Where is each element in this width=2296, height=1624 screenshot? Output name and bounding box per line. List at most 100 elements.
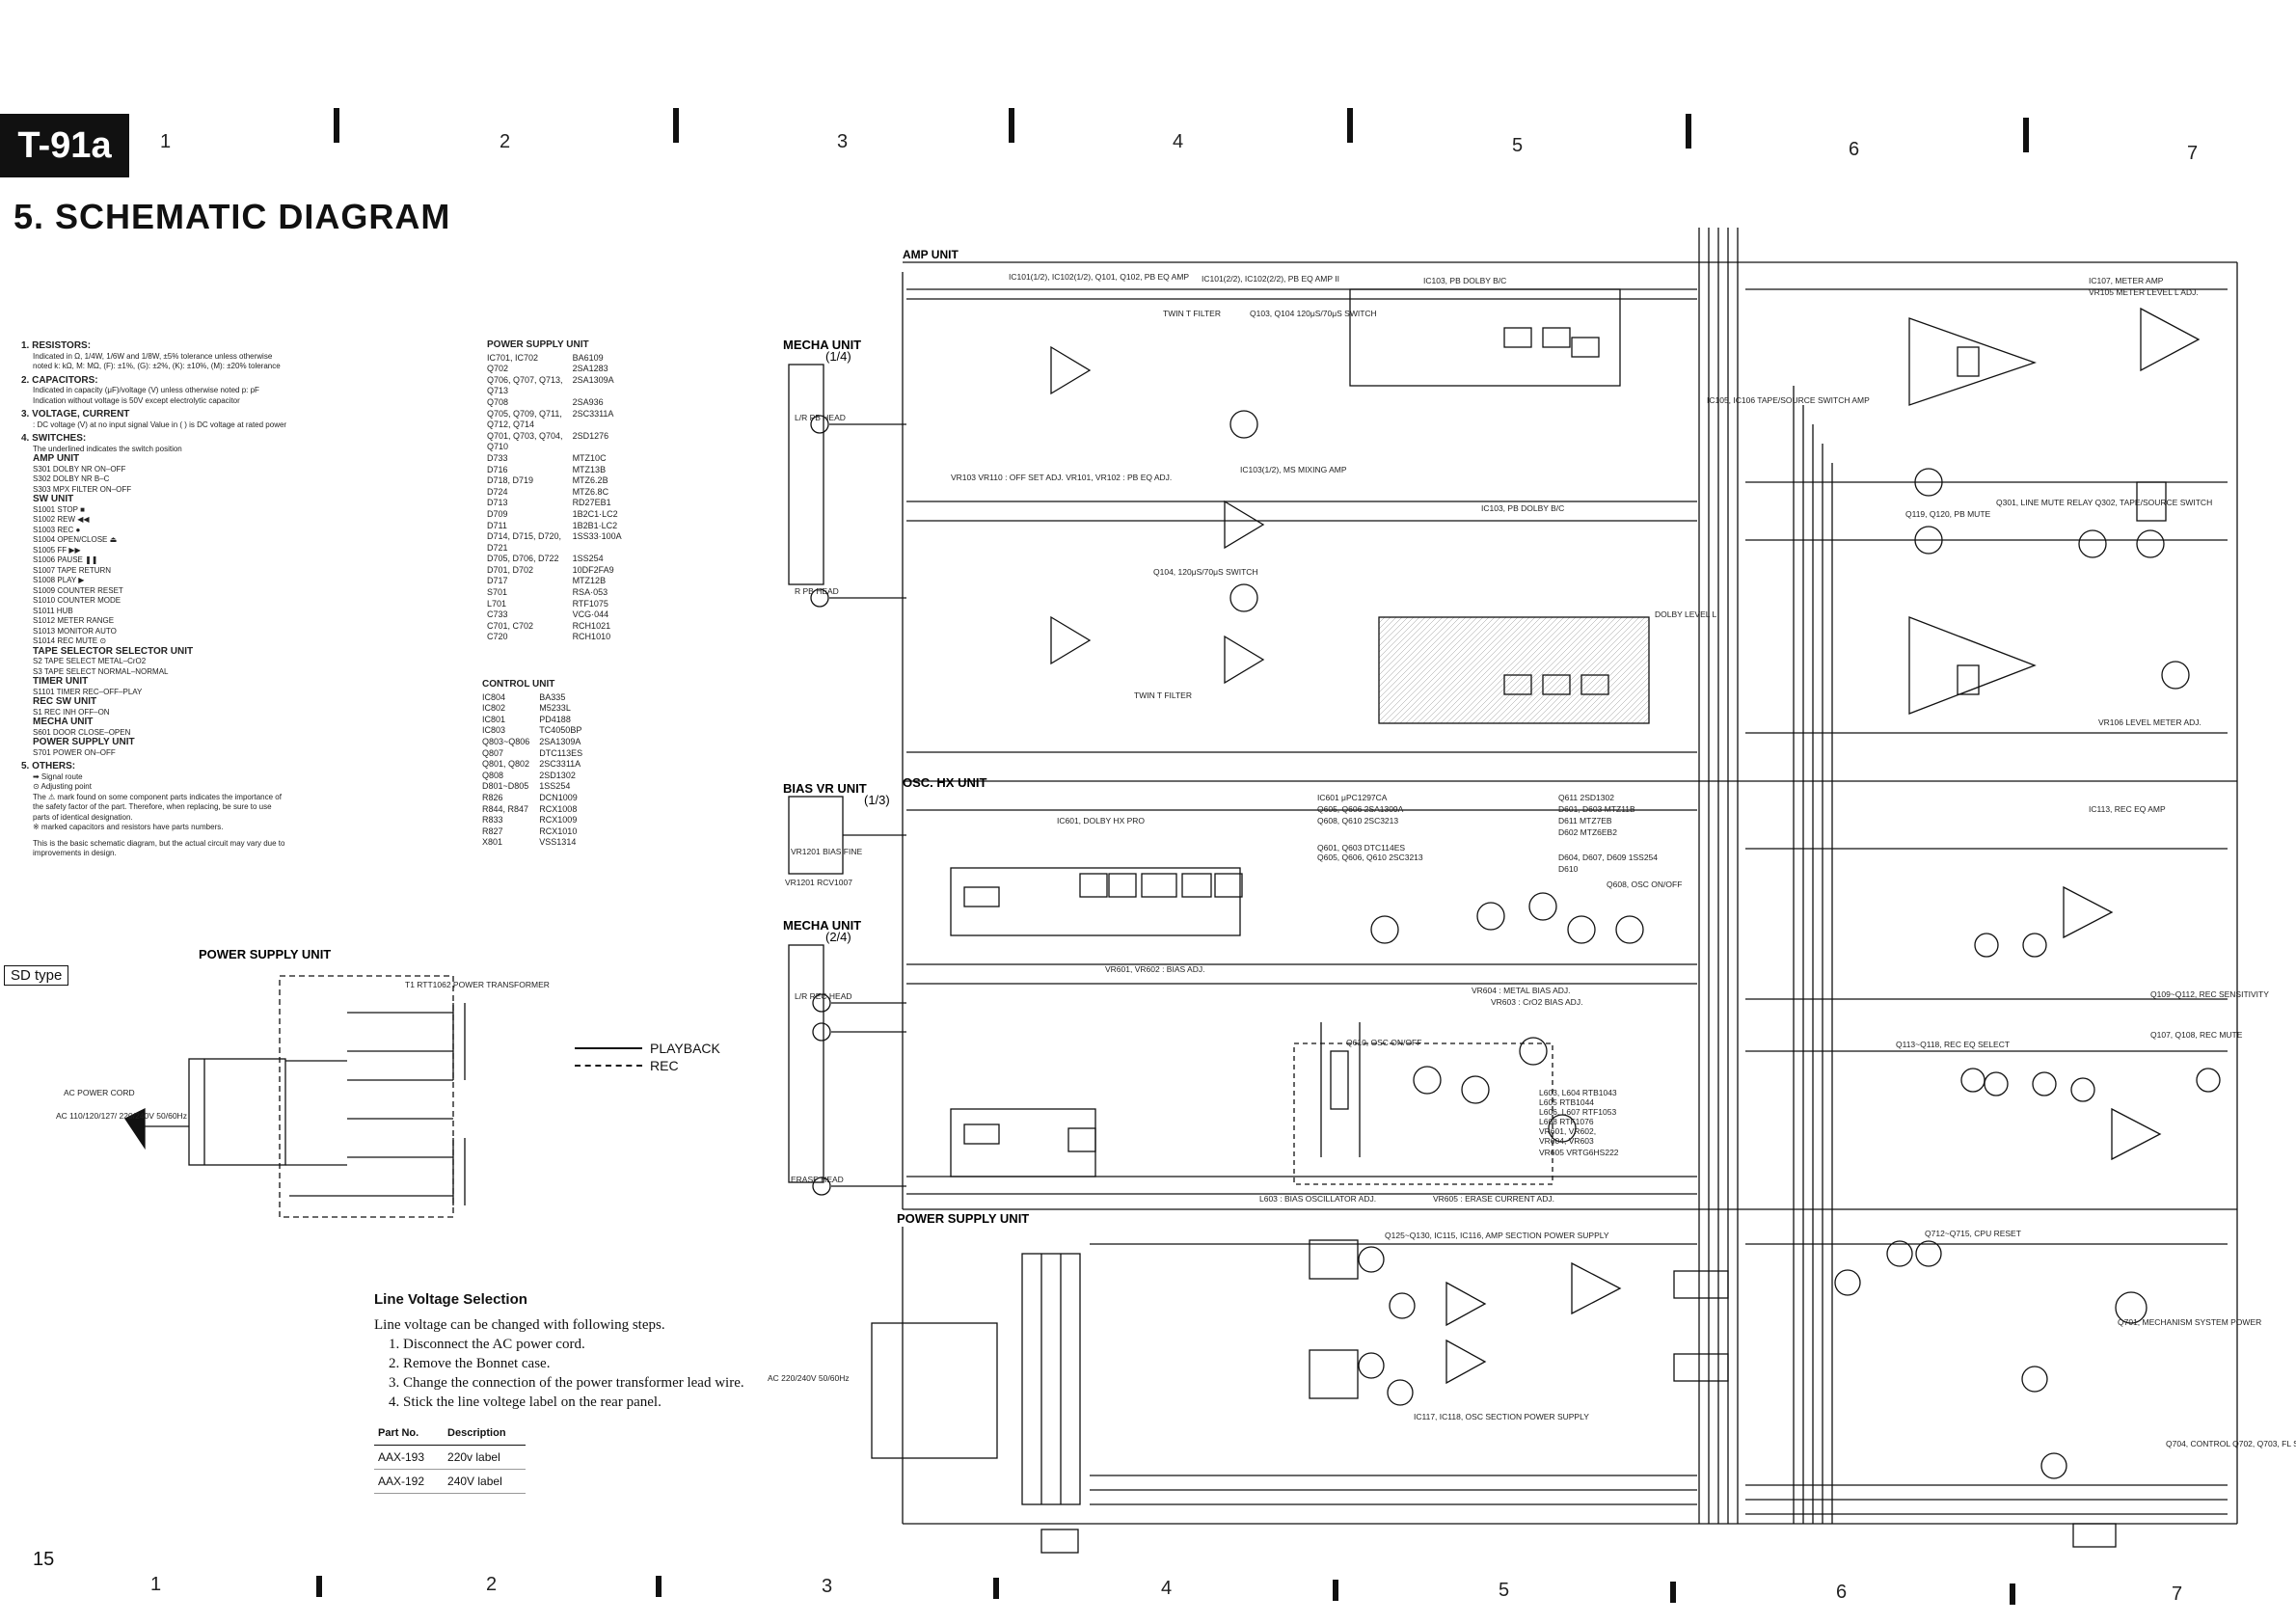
note-line: 2. CAPACITORS: [21,374,98,386]
note-line: TAPE SELECTOR SELECTOR UNIT [33,645,194,657]
caption: VR1201 RCV1007 [785,878,852,887]
note-line: noted k: kΩ, M: MΩ, (F): ±1%, (G): ±2%, … [33,362,281,370]
column-separator [1009,108,1014,143]
column-number: 1 [150,1574,162,1595]
lvs-title: Line Voltage Selection [374,1291,527,1308]
parts-row: Q701, Q703, Q704,2SD1276 [487,430,609,441]
note-line: S1002 REW ◀◀ [33,515,90,524]
column-number: 2 [486,1574,498,1595]
note-line: 4. SWITCHES: [21,433,87,444]
note-line: S1011 HUB [33,606,73,615]
note-line: Indicated in capacity (μF)/voltage (V) u… [33,386,259,394]
label-osc-hx-unit: OSC. HX UNIT [903,775,986,790]
caption: Q301, LINE MUTE RELAY Q302, TAPE/SOURCE … [1996,498,2212,507]
caption: Q119, Q120, PB MUTE [1905,509,1991,519]
note-line: S1006 PAUSE ❚❚ [33,555,98,564]
column-separator [993,1578,999,1599]
caption: IC601, DOLBY HX PRO [1057,816,1145,826]
note-line: S1008 PLAY ▶ [33,576,85,584]
column-number: 7 [2172,1583,2183,1605]
parts-header: CONTROL UNIT [482,679,555,690]
lvs-step: Remove the Bonnet case. [403,1354,750,1373]
caption: Q611 2SD1302 [1558,793,1614,802]
caption: IC601 μPC1297CA [1317,793,1388,802]
model-tag: T-91a [0,114,129,177]
column-separator [673,108,679,143]
lvs-intro: Line voltage can be changed with followi… [374,1317,665,1333]
note-line: S301 DOLBY NR ON–OFF [33,464,126,474]
caption: D604, D607, D609 1SS254 [1558,853,1658,862]
note-line: AMP UNIT [33,453,80,464]
label-bias-vr-unit: BIAS VR UNIT [783,781,867,796]
caption: VR105 METER LEVEL L ADJ. [2089,287,2199,297]
note-line: S1007 TAPE RETURN [33,565,112,575]
note-line: S1010 COUNTER MODE [33,596,122,605]
caption: Q107, Q108, REC MUTE [2150,1030,2243,1040]
caption: Q109~Q112, REC SENSITIVITY [2150,989,2269,999]
column-number: 2 [500,131,511,152]
column-separator [1686,114,1691,149]
caption: R PB HEAD [795,586,839,596]
caption: Q601, Q603 DTC114ES [1317,843,1405,853]
caption: L603, L604 RTB1043 [1539,1088,1617,1097]
note-line: S303 MPX FILTER ON–OFF [33,484,132,494]
caption: VR605 VRTG6HS222 [1539,1148,1619,1157]
legend-playback: PLAYBACK [650,1041,720,1056]
note-line: S1003 REC ● [33,525,81,534]
column-number: 4 [1161,1578,1173,1599]
note-line: : DC voltage (V) at no input signal Valu… [33,420,287,429]
caption: L603 : BIAS OSCILLATOR ADJ. [1259,1194,1376,1204]
caption: Q712~Q715, CPU RESET [1925,1229,2021,1238]
note-line: S3 TAPE SELECT NORMAL–NORMAL [33,666,169,676]
column-separator [316,1576,322,1597]
caption: DOLBY LEVEL L [1655,609,1717,619]
note-line: ➡ Signal route [33,771,83,781]
line-legend: PLAYBACK REC [575,1040,720,1074]
sd-type-label: SD type [4,965,69,986]
note-line: S1001 STOP ■ [33,504,85,514]
page-title: 5. SCHEMATIC DIAGRAM [14,197,451,236]
caption: Q704, CONTROL Q702, Q703, FL SECTION PO [2166,1439,2296,1448]
parts-row: D721 [487,542,508,553]
note-line: 3. VOLTAGE, CURRENT [21,409,130,420]
caption: ERASE HEAD [791,1175,844,1184]
caption: L606, L607 RTF1053 [1539,1107,1616,1117]
note-line: S1012 METER RANGE [33,616,115,625]
label-mecha-unit-2: MECHA UNIT [783,918,861,933]
caption: L/R PB HEAD [795,413,846,422]
column-separator [2023,118,2029,152]
parts-row: Q706, Q707, Q713,2SA1309A [487,374,614,385]
column-separator [656,1576,662,1597]
parts-row: Q712, Q714 [487,420,535,430]
note-line: 5. OTHERS: [21,761,76,771]
note-line: S601 DOOR CLOSE–OPEN [33,727,131,737]
note-line: The underlined indicates the switch posi… [33,444,182,453]
note-line: S1101 TIMER REC–OFF–PLAY [33,687,143,696]
caption: D610 [1558,864,1579,874]
caption: IC101(1/2), IC102(1/2), Q101, Q102, PB E… [1009,272,1189,282]
caption: Q605, Q606 2SA1309A [1317,804,1404,814]
label-mecha-unit-1: MECHA UNIT [783,338,861,352]
caption: D601, D603 MTZ11B [1558,804,1635,814]
caption: VR1201 BIAS FINE [791,847,863,856]
column-separator [1347,108,1353,143]
parts-row: Q705, Q709, Q711,2SC3311A [487,408,614,419]
parts-row: D714, D715, D720,1SS33·100A [487,531,622,542]
